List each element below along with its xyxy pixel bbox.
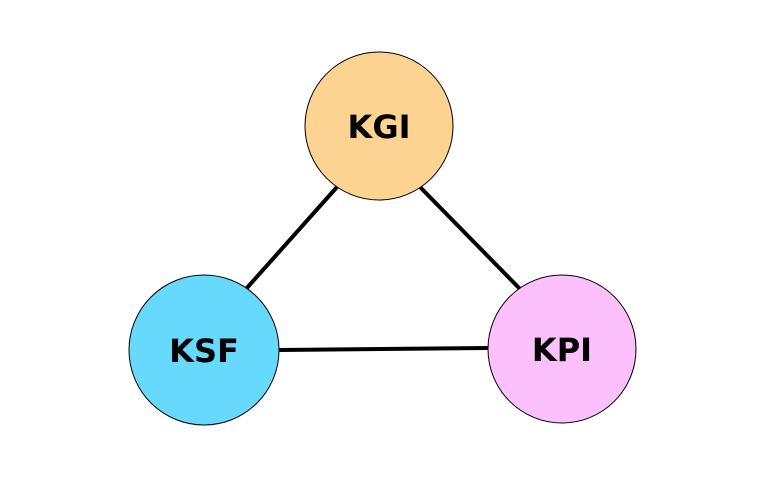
node-kgi-label: KGI <box>348 108 411 146</box>
node-kpi: KPI <box>487 274 637 424</box>
edge-kgi-ksf <box>244 185 339 291</box>
edge-ksf-kpi <box>277 346 490 352</box>
edge-kgi-kpi <box>418 185 522 291</box>
node-ksf-circle <box>128 274 280 426</box>
node-kgi: KGI <box>304 51 454 201</box>
node-kpi-label: KPI <box>532 331 592 369</box>
node-ksf: KSF <box>128 274 280 426</box>
edges <box>244 185 522 352</box>
node-kpi-circle <box>487 274 637 424</box>
node-kgi-circle <box>304 51 454 201</box>
node-ksf-label: KSF <box>169 332 239 370</box>
